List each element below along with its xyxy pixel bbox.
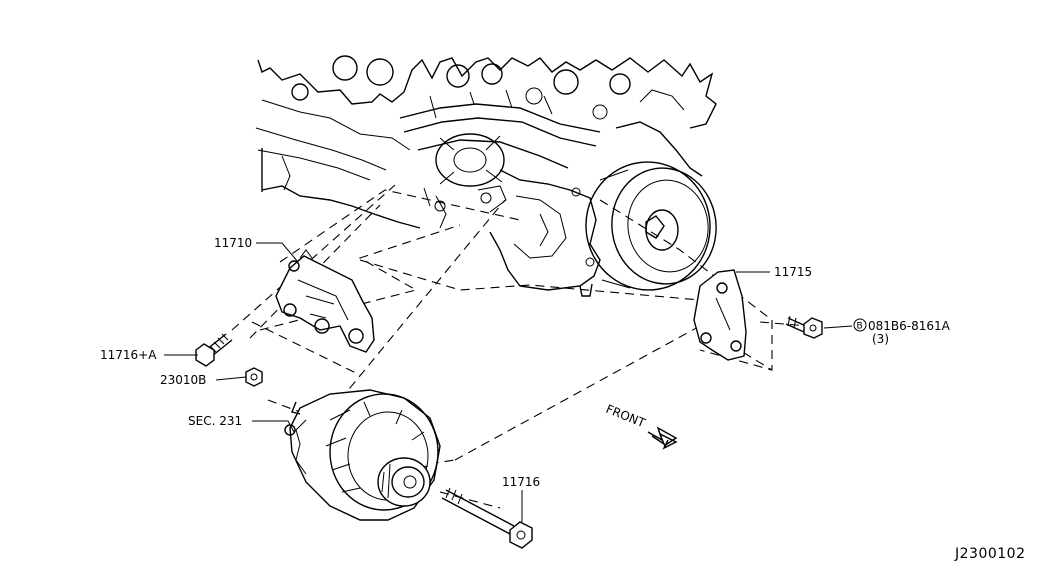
label-081b6-8161a: 081B6-8161A [868,319,951,333]
label-qty-3: (3) [872,332,889,346]
label-circled-b: B [853,318,867,332]
bolt-11716 [441,487,533,549]
leader-lines [164,242,853,522]
assembly-lines [231,184,809,509]
circled-b-letter: B [857,322,863,332]
label-11710: 11710 [214,236,252,250]
nut-23010b [245,367,263,387]
crank-pulley [585,161,717,291]
label-11715: 11715 [774,265,812,279]
label-front: FRONT [604,402,648,431]
bolt-081b6-8161a [785,315,823,339]
front-arrow [647,426,678,450]
label-11716-a: 11716+A [100,348,157,362]
rear-bracket [693,269,747,361]
label-23010b: 23010B [160,373,206,387]
water-pump [435,133,505,187]
diagram-code: J2300102 [954,546,1025,562]
bolt-11716-a [195,333,233,367]
alternator [284,389,441,521]
alternator-bracket [275,249,375,353]
label-11716: 11716 [502,475,540,489]
engine-block [255,55,717,297]
label-sec-231: SEC. 231 [188,414,242,428]
